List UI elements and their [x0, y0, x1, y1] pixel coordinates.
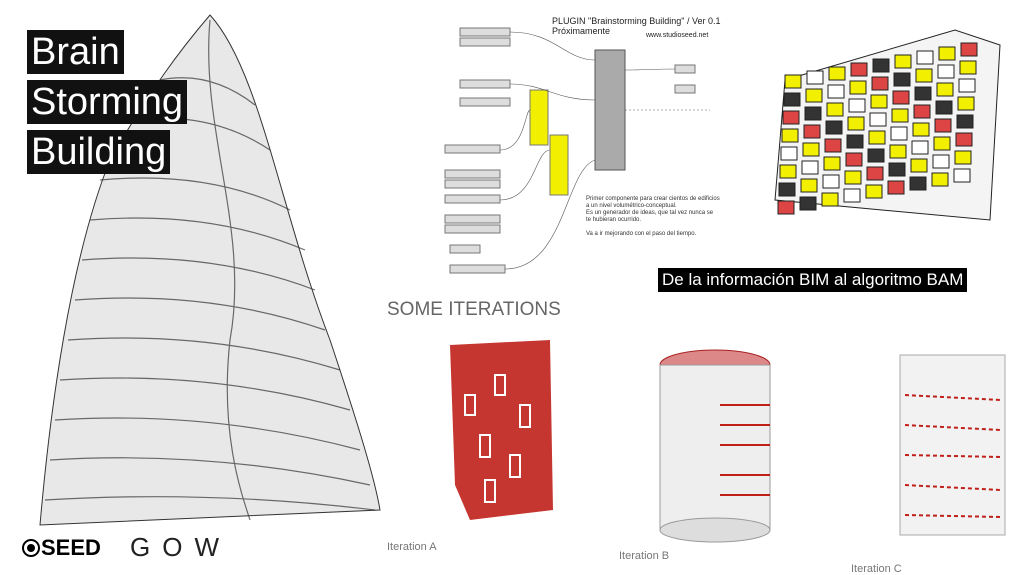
facade-panel: [804, 106, 822, 121]
seed-logo-text: SEED: [41, 535, 101, 560]
iteration-a-render: [450, 340, 553, 520]
facade-panel: [889, 144, 907, 159]
facade-panel: [799, 196, 817, 211]
facade-panel: [887, 180, 905, 195]
facade-panel: [933, 136, 951, 151]
facade-panel: [910, 158, 928, 173]
facade-panel: [890, 126, 908, 141]
plugin-heading: PLUGIN "Brainstorming Building" / Ver 0.…: [552, 16, 721, 26]
facade-panel: [938, 46, 956, 61]
plugin-subheading: Próximamente: [552, 26, 611, 36]
facade-panel: [894, 54, 912, 69]
facade-panel: [915, 68, 933, 83]
facade-panel: [845, 152, 863, 167]
facade-panel: [913, 104, 931, 119]
desc-line: te hubieran ocurrido.: [586, 217, 642, 223]
facade-panel: [848, 98, 866, 113]
facade-panel: [850, 62, 868, 77]
facade-panel: [937, 64, 955, 79]
facade-panel: [781, 128, 799, 143]
facade-panel: [868, 130, 886, 145]
facade-panel: [888, 162, 906, 177]
facade-panel: [805, 88, 823, 103]
facade-panel: [893, 72, 911, 87]
facade-panel: [869, 112, 887, 127]
iterations-heading: SOME ITERATIONS: [387, 299, 561, 320]
iteration-b-render: [659, 349, 771, 543]
facade-panel: [803, 124, 821, 139]
iteration-c-label: Iteration C: [851, 563, 902, 575]
facade-panel: [958, 78, 976, 93]
facade-panel: [871, 76, 889, 91]
facade-panel: [821, 192, 839, 207]
facade-panel: [823, 156, 841, 171]
facade-panel: [784, 74, 802, 89]
facade-panel: [844, 170, 862, 185]
title-line: Storming: [27, 80, 188, 124]
facade-panel: [957, 96, 975, 111]
seed-logo: SEED: [22, 535, 101, 561]
facade-panel: [846, 134, 864, 149]
facade-panel: [911, 140, 929, 155]
title-line: Brain: [27, 30, 124, 74]
desc-line: a un nivel volumétrico-conceptual.: [586, 203, 677, 209]
title-line: Building: [27, 130, 171, 174]
facade-panel: [802, 142, 820, 157]
gow-logo: GOW: [130, 532, 231, 562]
desc-line: Va a ir mejorando con el paso del tiempo…: [586, 231, 697, 237]
facade-panel: [872, 58, 890, 73]
facade-panel: [936, 82, 954, 97]
facade-panel: [955, 132, 973, 147]
facade-panel: [865, 184, 883, 199]
facade-panel: [828, 66, 846, 81]
facade-panel: [916, 50, 934, 65]
facade-panel: [824, 138, 842, 153]
facade-panel: [912, 122, 930, 137]
bim-caption: De la información BIM al algoritmo BAM: [658, 268, 968, 292]
facade-panel: [934, 118, 952, 133]
facade-panel: [959, 60, 977, 75]
desc-line: Es un generador de ideas, que tal vez nu…: [586, 210, 714, 216]
title-block: Brain Storming Building: [27, 30, 207, 180]
plugin-url: www.studioseed.net: [646, 32, 709, 39]
facade-panel: [909, 176, 927, 191]
facade-panel: [935, 100, 953, 115]
facade-panel: [801, 160, 819, 175]
seed-logo-icon: [22, 539, 40, 557]
facade-panel: [782, 110, 800, 125]
grasshopper-diagram: [444, 27, 710, 274]
plugin-description: Primer componente para crear cientos de …: [586, 196, 720, 238]
facade-panel: [843, 188, 861, 203]
facade-panel: [822, 174, 840, 189]
desc-line: Primer componente para crear cientos de …: [586, 196, 720, 202]
facade-panel: [779, 164, 797, 179]
facade-panel: [870, 94, 888, 109]
facade-panel: [960, 42, 978, 57]
facade-panel: [826, 102, 844, 117]
facade-panel: [780, 146, 798, 161]
facade-panel: [849, 80, 867, 95]
facade-panel: [800, 178, 818, 193]
facade-panel: [954, 150, 972, 165]
panel-facade-render: [774, 29, 1001, 221]
facade-panel: [847, 116, 865, 131]
facade-panel: [914, 86, 932, 101]
facade-panel: [806, 70, 824, 85]
facade-panel: [956, 114, 974, 129]
facade-panel: [827, 84, 845, 99]
facade-panel: [892, 90, 910, 105]
facade-panel: [778, 182, 796, 197]
facade-panel: [777, 200, 795, 215]
facade-panel: [783, 92, 801, 107]
iteration-a-label: Iteration A: [387, 541, 437, 553]
facade-panel: [825, 120, 843, 135]
facade-panel: [867, 148, 885, 163]
iteration-c-render: [899, 354, 1006, 536]
facade-panel: [932, 154, 950, 169]
facade-panel: [931, 172, 949, 187]
facade-panel: [866, 166, 884, 181]
facade-panel: [953, 168, 971, 183]
iteration-b-label: Iteration B: [619, 550, 670, 562]
facade-panel: [891, 108, 909, 123]
